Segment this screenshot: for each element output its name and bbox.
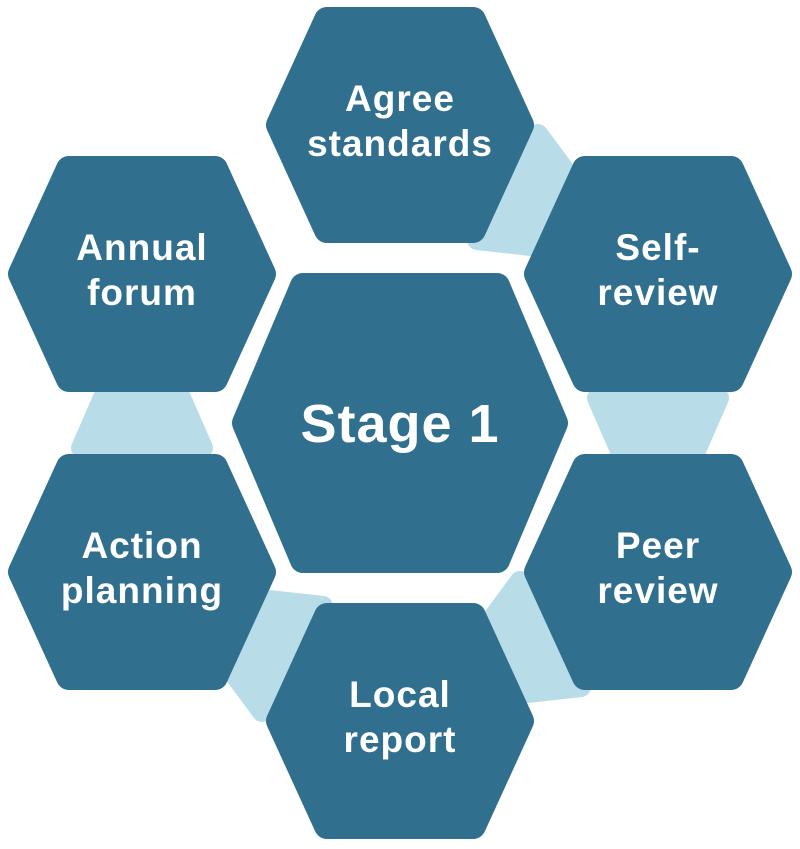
- hexagon-shape: [524, 156, 792, 392]
- hexagon-label-line2: review: [597, 272, 718, 313]
- hexagon-peer-review: Peer review: [524, 454, 792, 690]
- hexagon-label-line1: Annual: [76, 227, 207, 268]
- hexagon-shape: [232, 273, 568, 573]
- hexagon-self-review: Self- review: [524, 156, 792, 392]
- hexagon-action-planning: Action planning: [8, 454, 276, 690]
- hexagon-shape: [524, 454, 792, 690]
- stage-title: Stage 1: [300, 394, 499, 454]
- hexagon-shape: [8, 156, 276, 392]
- hexagon-stage-1: Stage 1: [232, 273, 568, 573]
- hexagon-label-line2: report: [344, 719, 457, 760]
- hexagon-shape: [266, 603, 534, 839]
- hexagon-label-line1: Local: [349, 674, 451, 715]
- hexagon-label-line2: standards: [307, 123, 493, 164]
- hexagon-label-line1: Self-: [615, 227, 700, 268]
- hexagon-label-line2: review: [597, 570, 718, 611]
- hexagon-annual-forum: Annual forum: [8, 156, 276, 392]
- hexagon-shape: [8, 454, 276, 690]
- hexagon-label-line1: Peer: [616, 525, 700, 566]
- hexagon-agree-standards: Agree standards: [266, 7, 534, 243]
- hexagon-label-line1: Action: [81, 525, 202, 566]
- hexagon-label-line1: Agree: [345, 78, 455, 119]
- hexagon-label-line2: planning: [61, 570, 223, 611]
- hexagon-local-report: Local report: [266, 603, 534, 839]
- hexagon-shape: [266, 7, 534, 243]
- hexagon-label-line2: forum: [87, 272, 197, 313]
